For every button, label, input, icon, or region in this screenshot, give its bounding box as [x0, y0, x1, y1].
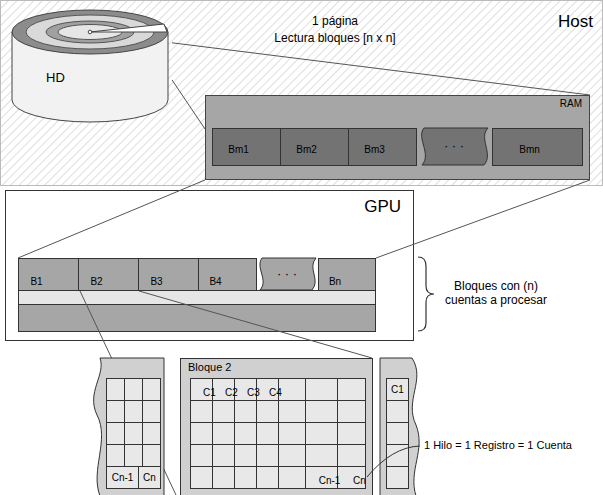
ellipsis: · · · — [444, 138, 464, 154]
brace-note: Bloques con (n) cuentas a procesar — [440, 279, 552, 308]
gpu-strip — [19, 291, 376, 305]
ellipsis: · · · — [277, 266, 297, 282]
thread-cell: C1 — [386, 378, 409, 401]
block-ground — [181, 359, 373, 495]
cell-label: B2 — [90, 276, 102, 288]
cell-label: Cn-1 — [112, 472, 134, 484]
cell-label: Cn — [143, 472, 156, 484]
leader-line — [367, 446, 420, 477]
ram-ground — [206, 96, 590, 180]
ram-panel: RAM Bm1 Bm2 Bm3 Bmn — [205, 95, 590, 180]
zoom-connector — [18, 180, 205, 258]
panel-title: Host — [558, 12, 593, 32]
thread-cell: Cn-1 — [106, 466, 139, 489]
cell-label: B1 — [30, 276, 42, 288]
thread-note: 1 Hilo = 1 Registro = 1 Cuenta — [424, 439, 572, 452]
gpu-block: Bn — [318, 258, 376, 291]
panel-title: RAM — [560, 98, 582, 110]
disk-sector — [90, 24, 167, 32]
panel-title: Bloque 2 — [188, 361, 231, 374]
cell-label: Bmn — [519, 144, 540, 156]
cell-label: Cn — [353, 475, 366, 487]
zoom-line — [80, 291, 176, 495]
thread-cell: Cn — [337, 466, 366, 489]
host-panel: HostHD RAM Bm1 Bm2 Bm3 Bmn — [0, 0, 603, 186]
block-panel: Bloque 2 C1 C2 C3 C4Cn-1 Cn — [180, 358, 372, 495]
cell-label: B3 — [150, 276, 162, 288]
memory-block: Bmn — [492, 128, 583, 166]
zoom-connector — [172, 43, 590, 95]
gpu-ground — [6, 191, 414, 341]
gpu-block: B4 — [198, 258, 257, 291]
memory-block: Bm2 — [280, 128, 349, 166]
partial-block — [94, 358, 164, 495]
torn-block — [422, 128, 488, 165]
torn-block — [260, 258, 316, 290]
gpu-panel: GPU B1 B2 B3 B4 Bn — [5, 190, 413, 340]
thread-grid — [106, 378, 160, 488]
cell-label: Bm3 — [364, 144, 385, 156]
gpu-block: B2 — [78, 258, 139, 291]
gpu-block: B1 — [18, 258, 79, 291]
host-ground — [1, 1, 603, 186]
thread-cell: Cn-1 — [305, 466, 338, 489]
memory-block: Bm1 — [212, 128, 281, 166]
thread-grid — [191, 379, 366, 489]
cell-label: C4 — [269, 387, 282, 399]
cell-label: C1 — [391, 384, 404, 396]
cell-label: B4 — [209, 276, 221, 288]
cell-label: C2 — [225, 387, 238, 399]
thread-grid — [190, 378, 365, 488]
disk-spindle — [88, 30, 92, 34]
cell-label: Bm1 — [228, 144, 249, 156]
hard-disk: HD — [12, 8, 172, 124]
cell-label: Bm2 — [296, 144, 317, 156]
page-note: Lectura bloques [n x n] — [274, 31, 395, 45]
cell-label: Bn — [329, 276, 341, 288]
zoom-connector — [376, 180, 590, 258]
thread-grid — [107, 379, 161, 489]
cell-label: C1 — [203, 387, 216, 399]
zoom-connector — [139, 291, 372, 358]
cell-label: C3 — [247, 387, 260, 399]
disk-platter — [12, 10, 168, 54]
page-note: 1 página — [312, 14, 358, 28]
curly-brace — [418, 257, 434, 331]
gpu-strip — [19, 305, 376, 332]
memory-block: Bm3 — [348, 128, 417, 166]
thread-cell: Cn — [138, 466, 161, 489]
panel-title: HD — [46, 70, 162, 86]
partial-block — [380, 358, 419, 495]
zoom-connector — [172, 80, 205, 129]
thread-grid — [387, 379, 409, 489]
thread-cell: C1 — [190, 378, 213, 401]
gpu-block: B3 — [138, 258, 199, 291]
panel-title: GPU — [364, 197, 401, 217]
cell-label: Cn-1 — [319, 475, 341, 487]
